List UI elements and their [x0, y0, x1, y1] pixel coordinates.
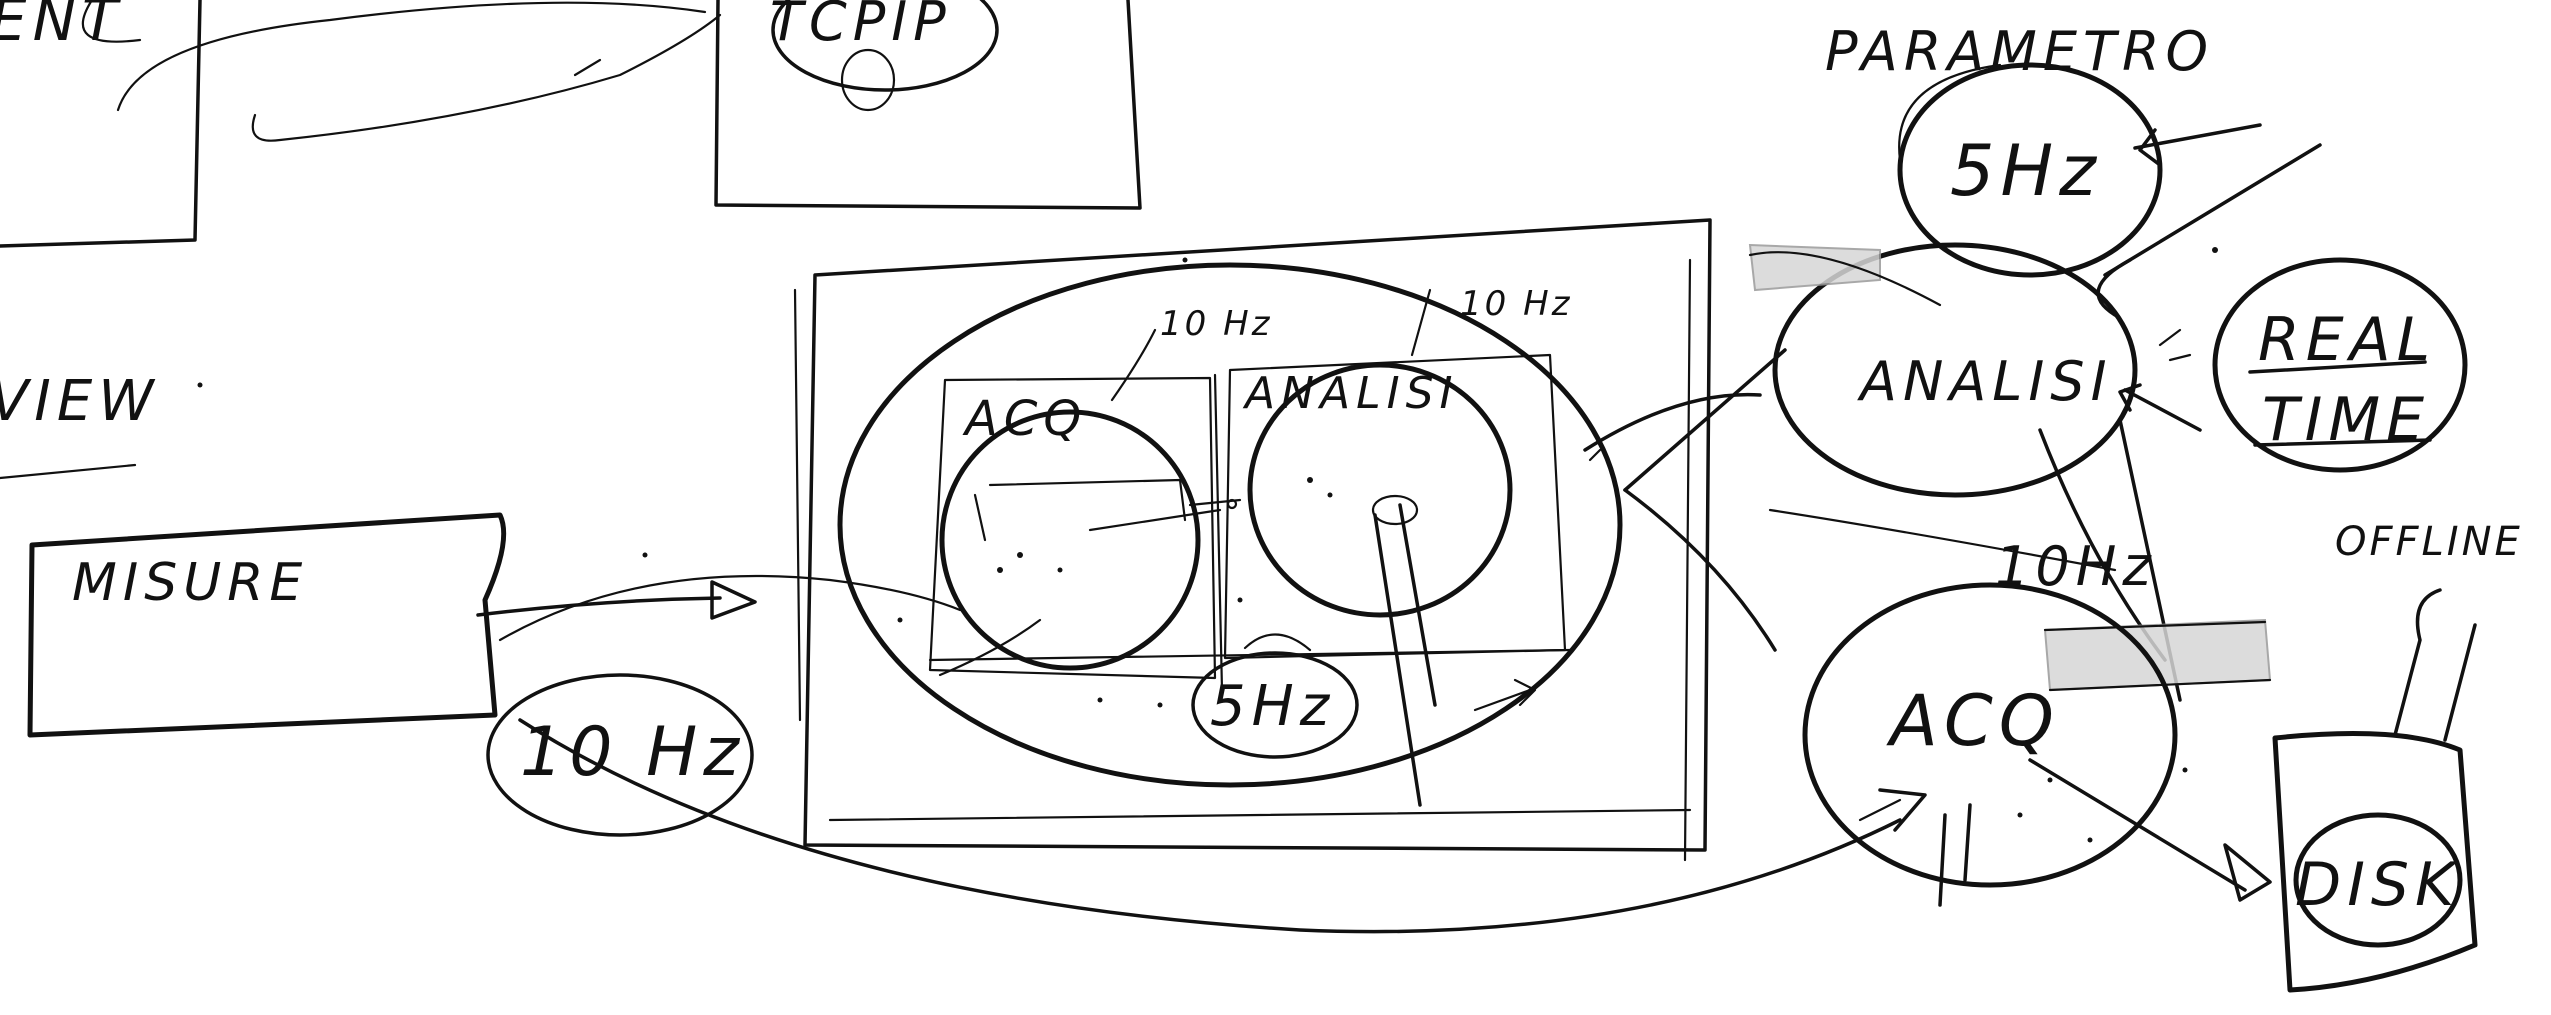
view-group: VIEW	[0, 369, 160, 480]
rate-10hz-left-label: 10 Hz	[520, 713, 745, 792]
central-internal-arrow	[1473, 678, 1537, 712]
acq-inner-node: ACQ	[938, 391, 1222, 677]
disk-node: DISK	[2272, 731, 2478, 993]
misure-to-central-arrow	[476, 574, 962, 642]
rate-10hz-left: 10 Hz	[486, 673, 754, 837]
inner-rates: 10 Hz 10 Hz	[1110, 284, 1572, 402]
rate-analisi-inner-label: 10 Hz	[1460, 284, 1572, 324]
rate-5hz-inner-label: 5Hz	[1210, 674, 1335, 739]
parametri-group: PARAMETRO 5Hz	[1825, 20, 2262, 278]
disk-label: DISK	[2295, 850, 2460, 920]
central-box	[793, 218, 1712, 862]
acq-inner-label: ACQ	[962, 391, 1087, 447]
rate-5hz-inner: 5Hz	[1191, 633, 1359, 759]
realtime-to-analisi-arrow	[2118, 328, 2202, 432]
analisi-right-label: ANALISI	[1857, 350, 2113, 413]
tcpip-label: TCPIP	[770, 0, 952, 53]
analisi-inner-label: ANALISI	[1242, 368, 1459, 419]
offline-label: OFFLINE	[2335, 519, 2523, 565]
tcpip-small-circle	[840, 48, 896, 112]
analisi-inner-node: ANALISI	[1242, 362, 1513, 807]
offline-group: OFFLINE	[2335, 519, 2523, 742]
tcpip-box: TCPIP	[714, 0, 1142, 210]
five-hz-top-label: 5Hz	[1950, 130, 2102, 212]
view-label: VIEW	[0, 369, 160, 434]
acq-right-label: ACQ	[1886, 680, 2060, 762]
realtime-node: REAL TIME	[2212, 257, 2468, 473]
acq-to-disk-arrow	[2028, 758, 2272, 902]
five-hz-top-ellipse	[1897, 62, 2163, 278]
central-ellipse	[837, 262, 1623, 788]
client-label: ENT	[0, 0, 123, 54]
analisi-right-node: ANALISI	[1748, 143, 2322, 498]
acq-analisi-link	[1188, 498, 1242, 510]
marker-specks	[197, 247, 2218, 843]
client-tcpip-connection	[116, 1, 722, 142]
rate-acq-inner-label: 10 Hz	[1160, 304, 1272, 344]
misure-box: MISURE	[27, 512, 507, 738]
tcpip-ellipse	[771, 0, 999, 92]
parametri-label: PARAMETRO	[1825, 20, 2214, 83]
central-to-right-connections	[1583, 348, 1787, 652]
client-box: ENT	[0, 0, 202, 248]
misure-label: MISURE	[72, 553, 308, 613]
bottom-sweep-arrow	[518, 718, 1927, 934]
acq-right-node: ACQ	[1802, 582, 2178, 907]
